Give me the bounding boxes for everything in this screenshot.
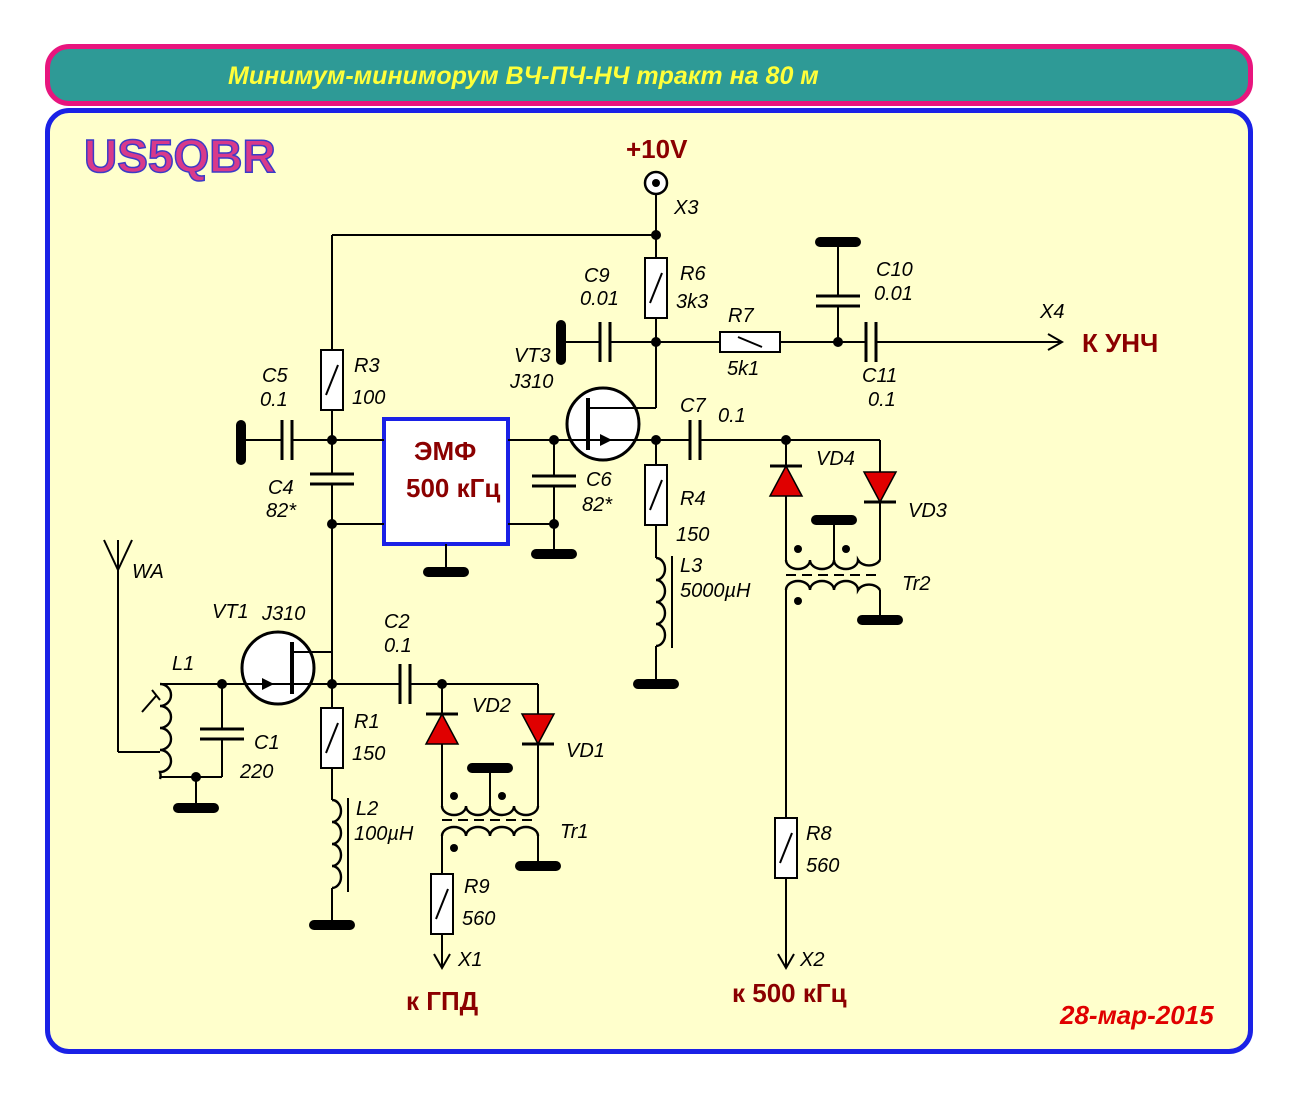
c2-ref: C2 — [384, 611, 410, 633]
vt1-type: J310 — [261, 603, 305, 625]
r8-ref: R8 — [806, 823, 832, 845]
c1-value: 220 — [239, 761, 273, 783]
page-title: Минимум-миниморум ВЧ-ПЧ-НЧ тракт на 80 м — [228, 62, 819, 90]
antenna-label: WA — [132, 561, 164, 583]
filter-freq: 500 кГц — [406, 473, 500, 503]
x1-label: X1 — [457, 949, 482, 971]
resistor-r6 — [644, 257, 668, 319]
r4-value: 150 — [676, 524, 709, 546]
c7-ref: C7 — [680, 395, 706, 417]
transistor-vt3 — [565, 386, 641, 462]
l3-value: 5000µH — [680, 580, 751, 602]
r1-ref: R1 — [354, 711, 380, 733]
vd3-ref: VD3 — [908, 500, 947, 522]
tr1-ref: Tr1 — [560, 821, 589, 843]
r9-ref: R9 — [464, 876, 490, 898]
vd2-ref: VD2 — [472, 695, 511, 717]
r6-value: 3k3 — [676, 291, 708, 313]
diode-vd1 — [520, 713, 556, 746]
vt3-type: J310 — [509, 371, 553, 393]
r4-ref: R4 — [680, 488, 706, 510]
c6-ref: C6 — [586, 469, 612, 491]
diode-vd3 — [862, 471, 898, 504]
c9-value: 0.01 — [580, 288, 619, 310]
transformer-tr2 — [784, 515, 903, 625]
c5-ref: C5 — [262, 365, 288, 387]
r6-ref: R6 — [680, 263, 706, 285]
c10-ref: C10 — [876, 259, 913, 281]
inductor-l2 — [331, 798, 343, 890]
r8-value: 560 — [806, 855, 839, 877]
c10-value: 0.01 — [874, 283, 913, 305]
c4-value: 82* — [266, 500, 297, 522]
c6-value: 82* — [582, 494, 613, 516]
c11-value: 0.1 — [868, 389, 896, 411]
c1-ref: C1 — [254, 732, 280, 754]
antenna-icon — [103, 539, 133, 752]
transistor-vt1 — [240, 630, 332, 706]
inductor-l1 — [158, 682, 173, 780]
resistor-r8 — [774, 817, 798, 879]
vd1-ref: VD1 — [566, 740, 605, 762]
resistor-r1 — [320, 707, 344, 769]
vt3-ref: VT3 — [514, 345, 551, 367]
l2-ref: L2 — [356, 798, 378, 820]
inductor-l3 — [655, 556, 667, 648]
supply-label: +10V — [626, 134, 688, 164]
transformer-tr1 — [440, 763, 561, 871]
r7-ref: R7 — [728, 305, 754, 327]
resistor-r4 — [644, 464, 668, 526]
tr2-ref: Tr2 — [902, 573, 931, 595]
date-label: 28-мар-2015 — [1059, 1000, 1214, 1030]
x3-label: X3 — [673, 197, 698, 219]
r3-value: 100 — [352, 387, 385, 409]
vd4-ref: VD4 — [816, 448, 855, 470]
c2-value: 0.1 — [384, 635, 412, 657]
c9-ref: C9 — [584, 265, 610, 287]
x4-label: X4 — [1039, 301, 1064, 323]
output-unch: К УНЧ — [1082, 328, 1158, 358]
vt1-ref: VT1 — [212, 601, 249, 623]
c11-ref: C11 — [862, 365, 897, 387]
r1-value: 150 — [352, 743, 385, 765]
filter-name: ЭМФ — [414, 436, 476, 466]
l1-ref: L1 — [172, 653, 194, 675]
output-if500: к 500 кГц — [732, 978, 847, 1008]
r3-ref: R3 — [354, 355, 380, 377]
supply-terminal — [643, 170, 669, 196]
r9-value: 560 — [462, 908, 495, 930]
l3-ref: L3 — [680, 555, 702, 577]
filter-emf — [382, 417, 510, 546]
x2-label: X2 — [799, 949, 824, 971]
output-gpd: к ГПД — [406, 986, 479, 1016]
c4-ref: C4 — [268, 477, 294, 499]
r7-value: 5k1 — [727, 358, 759, 380]
c5-value: 0.1 — [260, 389, 288, 411]
diode-vd2 — [424, 712, 460, 745]
c7-value: 0.1 — [718, 405, 746, 427]
resistor-r9 — [430, 873, 454, 935]
resistor-r7 — [719, 331, 781, 353]
diode-vd4 — [768, 464, 804, 497]
logo: US5QBR — [84, 130, 276, 182]
resistor-r3 — [320, 349, 344, 411]
title-bar: Минимум-миниморум ВЧ-ПЧ-НЧ тракт на 80 м — [45, 44, 1253, 106]
l2-value: 100µH — [354, 823, 414, 845]
